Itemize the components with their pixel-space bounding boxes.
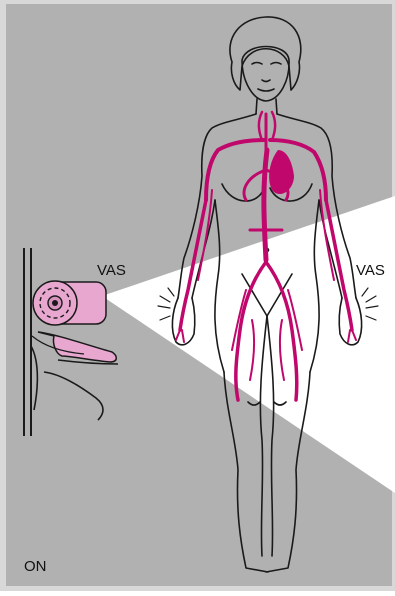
status-label: ON xyxy=(24,558,47,575)
vas-label-left: VAS xyxy=(97,262,126,279)
vas-label-right: VAS xyxy=(356,262,385,279)
